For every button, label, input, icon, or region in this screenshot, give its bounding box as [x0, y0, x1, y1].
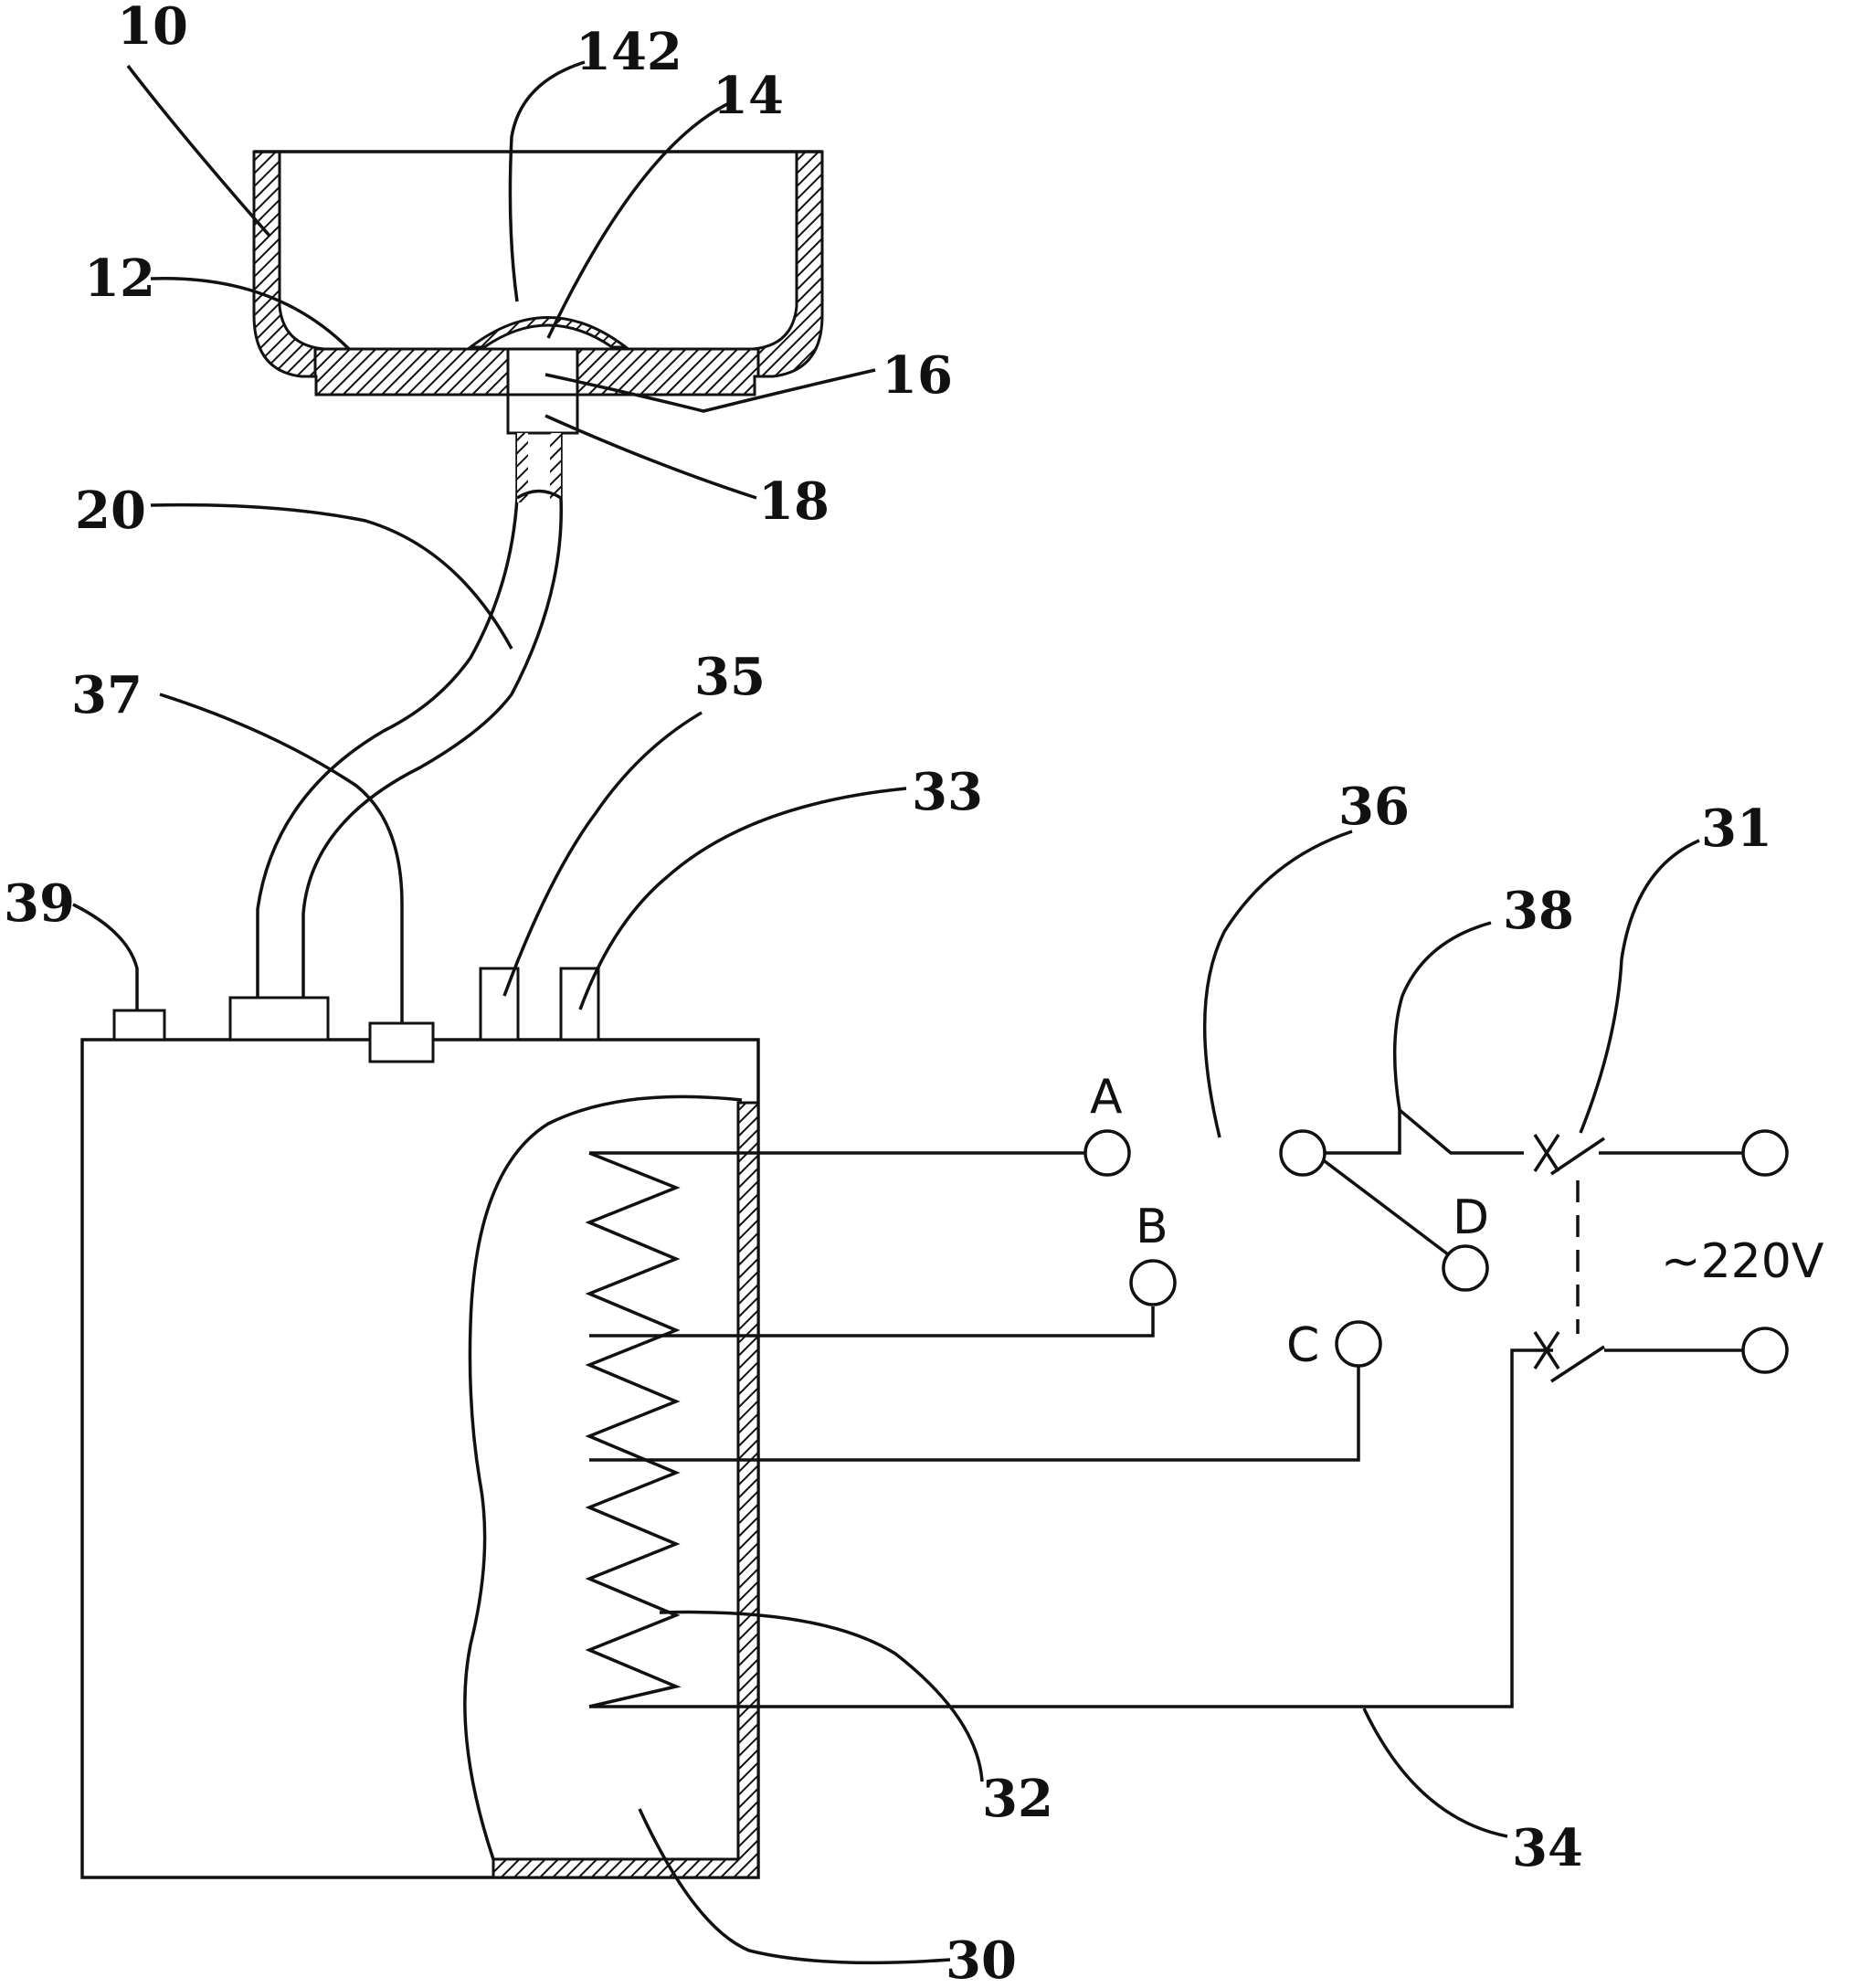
wire-34	[589, 1348, 1553, 1708]
terminal-selector	[1279, 1129, 1327, 1177]
leader-32	[659, 1610, 984, 1782]
hose-left-edge	[256, 433, 519, 998]
leader-35	[502, 711, 703, 997]
switch-blade-bottom	[1550, 1345, 1605, 1383]
terminal-label-b: B	[1136, 1200, 1168, 1254]
leader-lines	[72, 60, 1700, 1965]
wire-c	[589, 1366, 1360, 1462]
terminal-label-c: C	[1286, 1318, 1319, 1373]
labels: 10 142 14 12 16 18 20 37 35 33 36 31 38 …	[4, 0, 1824, 1988]
leader-38	[1392, 921, 1492, 1111]
hose	[256, 433, 564, 998]
label-16: 16	[882, 345, 953, 406]
label-35: 35	[694, 647, 766, 707]
leader-30	[638, 1808, 951, 1965]
dome-cap	[466, 316, 630, 349]
terminal-c	[1335, 1320, 1382, 1368]
leader-36	[1202, 830, 1353, 1138]
label-10: 10	[117, 0, 188, 57]
probe-35	[479, 967, 520, 1042]
leader-33	[578, 787, 907, 1010]
tank	[80, 693, 760, 1879]
hose-inlet	[228, 996, 330, 1042]
label-12: 12	[84, 248, 155, 309]
switch-cross-top	[1533, 1134, 1560, 1172]
leader-12	[150, 276, 351, 351]
valve-plug	[506, 347, 579, 397]
bowl	[252, 150, 824, 435]
label-31: 31	[1701, 798, 1772, 859]
connector	[506, 393, 579, 435]
label-34: 34	[1512, 1818, 1583, 1878]
cutaway-line	[463, 1094, 743, 1860]
label-30: 30	[946, 1930, 1017, 1988]
selector-arm	[1316, 1154, 1450, 1256]
terminal-label-d: D	[1453, 1190, 1489, 1245]
terminals	[1083, 1129, 1789, 1374]
leader-34	[1362, 1708, 1508, 1838]
label-20: 20	[75, 481, 146, 541]
label-39: 39	[4, 873, 75, 934]
label-38: 38	[1503, 881, 1574, 941]
leader-31	[1579, 839, 1700, 1134]
wire-38	[1323, 1106, 1524, 1155]
bowl-right-wall	[752, 150, 824, 378]
terminal-supply-top	[1741, 1129, 1789, 1177]
sensor-37	[368, 1021, 435, 1063]
label-32: 32	[982, 1769, 1053, 1829]
leader-16	[544, 368, 876, 413]
wire-b	[589, 1306, 1155, 1338]
leader-142	[508, 60, 586, 302]
tank-inner-wall	[492, 1101, 760, 1879]
terminal-supply-bottom	[1741, 1327, 1789, 1374]
leader-10	[126, 64, 271, 238]
terminal-b	[1129, 1259, 1177, 1306]
leader-39	[72, 903, 139, 1010]
supply-label: ~220V	[1661, 1234, 1824, 1289]
hose-fitting-curve	[516, 489, 562, 500]
label-18: 18	[758, 471, 830, 532]
leader-20	[150, 502, 513, 650]
circuit	[589, 1106, 1745, 1708]
heater-coil-32	[585, 1151, 682, 1708]
bowl-left-wall	[252, 150, 340, 378]
label-37: 37	[71, 665, 143, 725]
hose-fitting-hatch	[517, 433, 561, 502]
terminal-a	[1083, 1129, 1131, 1177]
leader-14	[546, 100, 732, 339]
sensor-37-wire	[159, 693, 404, 1023]
label-14: 14	[713, 66, 784, 126]
fitting-39	[112, 1009, 166, 1042]
switch-blade-top	[1550, 1137, 1605, 1176]
terminal-d	[1442, 1244, 1489, 1292]
leader-18	[544, 414, 757, 500]
label-142: 142	[576, 22, 682, 82]
switch-cross-bottom	[1533, 1331, 1560, 1369]
label-33: 33	[912, 762, 983, 822]
label-36: 36	[1338, 777, 1410, 837]
terminal-label-a: A	[1090, 1070, 1123, 1125]
hose-right-edge	[301, 433, 564, 998]
